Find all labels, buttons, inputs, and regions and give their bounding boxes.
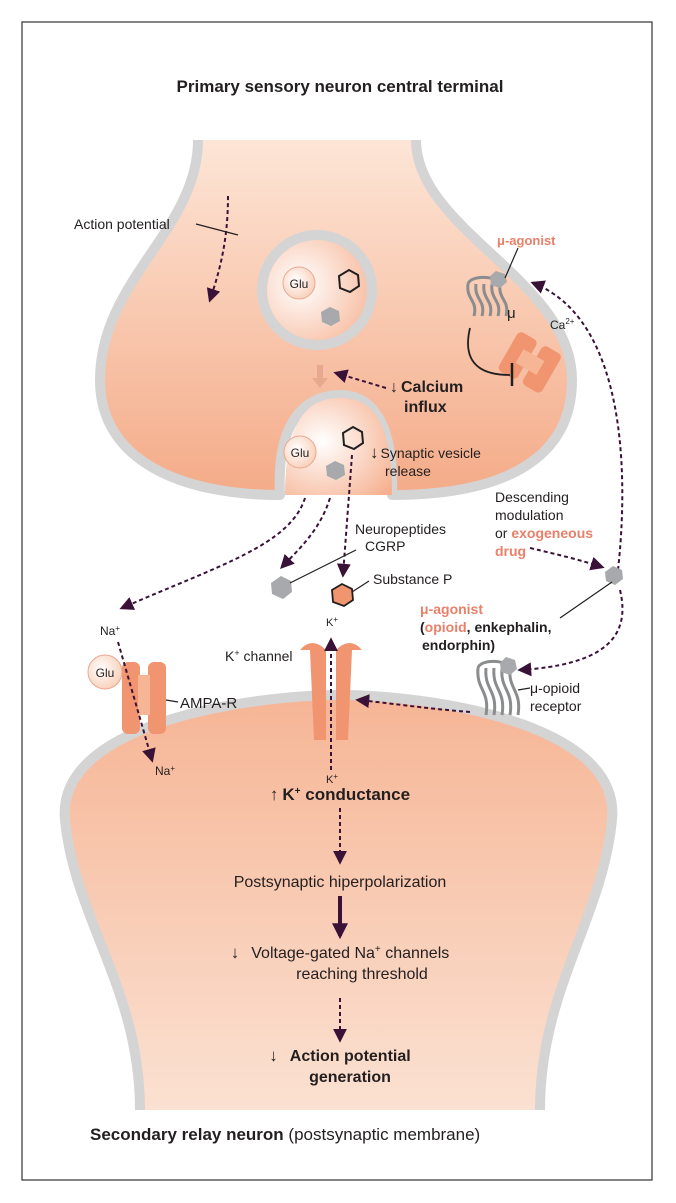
- na-top-label: Na+: [100, 624, 120, 638]
- calcium-influx-label: ↓Calcium: [390, 379, 463, 396]
- exogeneous-drug-molecule: [605, 566, 623, 585]
- calcium-channel-label: Ca2+: [550, 317, 575, 332]
- ap-generation-label: ↓Action potential: [269, 1046, 410, 1065]
- calcium-influx-label-2: influx: [404, 399, 447, 416]
- mu-agonist-molecule-top: [490, 271, 507, 288]
- glu-label-vesicle: Glu: [290, 277, 309, 291]
- synaptic-vesicle: [257, 230, 377, 350]
- mu-opioid-leader: [517, 687, 531, 691]
- glu-molecule: [282, 266, 316, 300]
- cgrp-release-arrow: [280, 497, 331, 570]
- action-potential-arrow: [206, 195, 229, 303]
- cgrp-label: CGRP: [365, 538, 405, 554]
- hyperpolarization-label: Postsynaptic hiperpolarization: [234, 874, 447, 891]
- cgrp-molecule-docked: [326, 461, 345, 480]
- synaptic-vesicle-release-label-2: release: [385, 463, 431, 479]
- mu-agonist-top-leader: [504, 247, 519, 279]
- glu-bound-ampa: [87, 654, 123, 690]
- cgrp-released: [271, 576, 292, 599]
- ampa-leader: [165, 699, 179, 703]
- ampa-receptor: [122, 662, 166, 734]
- mu-inhibits-calcium: [467, 327, 511, 376]
- substance-p-released: [331, 582, 354, 608]
- k-channel-label: K+ channel: [225, 648, 293, 664]
- action-potential-leader: [195, 223, 239, 236]
- opioid-list-label: (opioid, enkephalin,: [420, 619, 551, 635]
- figure-title: Primary sensory neuron central terminal: [177, 77, 504, 96]
- ap-generation-label-2: generation: [309, 1069, 391, 1086]
- substance-p-molecule-docked: [341, 425, 365, 451]
- ampa-label: AMPA-R: [180, 695, 237, 712]
- glu-label-docked: Glu: [291, 446, 310, 460]
- mu-agonist-bottom-label: μ-agonist: [420, 601, 483, 617]
- voltage-gated-label: ↓Voltage-gated Na+ channels: [231, 943, 450, 962]
- synaptic-vesicle-release-label: ↓Synaptic vesicle: [370, 443, 481, 462]
- voltage-gated-label-2: reaching threshold: [296, 966, 428, 983]
- cgrp-molecule: [321, 307, 340, 326]
- descending-loop-arrow: [530, 280, 624, 571]
- calcium-channel: [498, 332, 561, 393]
- mu-agonist-bound-post: [500, 657, 517, 675]
- k-top-label: K+: [326, 615, 338, 629]
- footer-caption: Secondary relay neuron (postsynaptic mem…: [90, 1125, 480, 1144]
- mu-agonist-top-label: μ-agonist: [497, 233, 556, 248]
- substance-p-label: Substance P: [373, 571, 452, 587]
- k-bottom-label: K+: [326, 772, 338, 786]
- na-bottom-label: Na+: [155, 764, 175, 778]
- figure-frame: [21, 21, 653, 1181]
- drug-to-receptor-arrow: [517, 589, 624, 677]
- glu-label-ampa: Glu: [96, 666, 115, 680]
- calcium-influx-arrow: [333, 369, 387, 389]
- k-conductance-label: ↑K+ conductance: [270, 785, 410, 804]
- receptor-to-k-arrow: [355, 694, 471, 713]
- descending-label-2: modulation: [495, 507, 564, 523]
- vesicle-movement-arrowhead: [312, 378, 328, 388]
- descending-label-1: Descending: [495, 489, 569, 505]
- descending-label-3: or exogeneous: [495, 525, 593, 541]
- descending-label-4: drug: [495, 543, 526, 559]
- substance-p-leader: [351, 580, 370, 593]
- fusing-vesicle: [285, 398, 392, 495]
- cgrp-leader: [289, 549, 357, 584]
- descending-to-drug-arrow: [529, 547, 605, 571]
- glu-molecule-docked: [283, 435, 317, 469]
- mu-symbol-label: μ: [507, 305, 516, 322]
- action-potential-label: Action potential: [74, 216, 170, 232]
- neuropeptides-label: Neuropeptides: [355, 521, 446, 537]
- substance-p-release-arrow: [336, 454, 353, 578]
- glu-release-arrow: [119, 497, 306, 610]
- mu-opioid-receptor-label: μ-opioid: [530, 680, 580, 696]
- endorphin-label: endorphin): [422, 637, 495, 653]
- k-channel: [300, 643, 362, 740]
- substance-p-molecule: [337, 268, 361, 294]
- mu-opioid-receptor-label-2: receptor: [530, 698, 582, 714]
- drug-leader: [559, 581, 613, 619]
